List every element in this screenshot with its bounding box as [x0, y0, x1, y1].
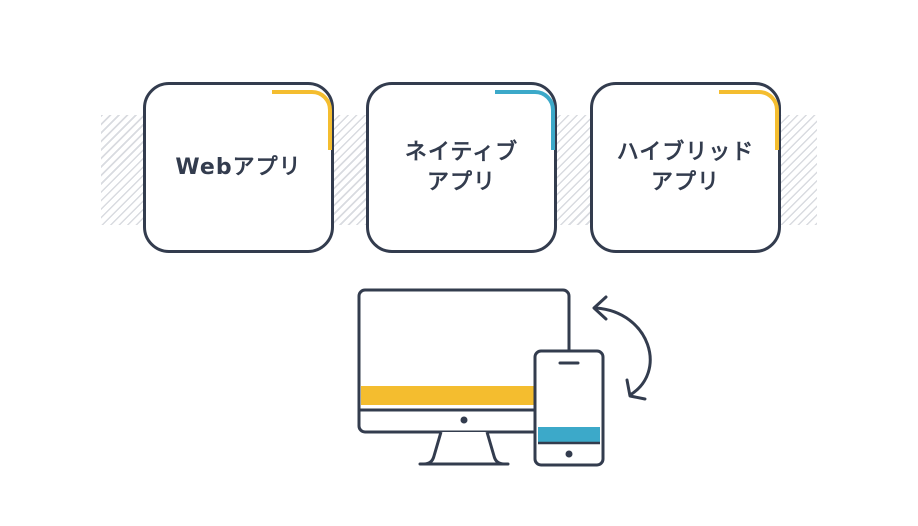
- card-hybrid-app: ハイブリッド アプリ: [590, 82, 781, 253]
- smartphone-icon: [533, 349, 605, 467]
- corner-accent-icon: [272, 90, 332, 150]
- sync-arrow-icon: [592, 295, 652, 401]
- card-label-native-app: ネイティブ アプリ: [404, 139, 519, 195]
- corner-accent-icon: [719, 90, 779, 150]
- corner-accent-icon: [495, 90, 555, 150]
- card-web-app: Webアプリ: [143, 82, 334, 253]
- card-label-hybrid-app: ハイブリッド アプリ: [616, 139, 755, 195]
- card-native-app: ネイティブ アプリ: [366, 82, 557, 253]
- card-label-web-app: Webアプリ: [175, 154, 302, 180]
